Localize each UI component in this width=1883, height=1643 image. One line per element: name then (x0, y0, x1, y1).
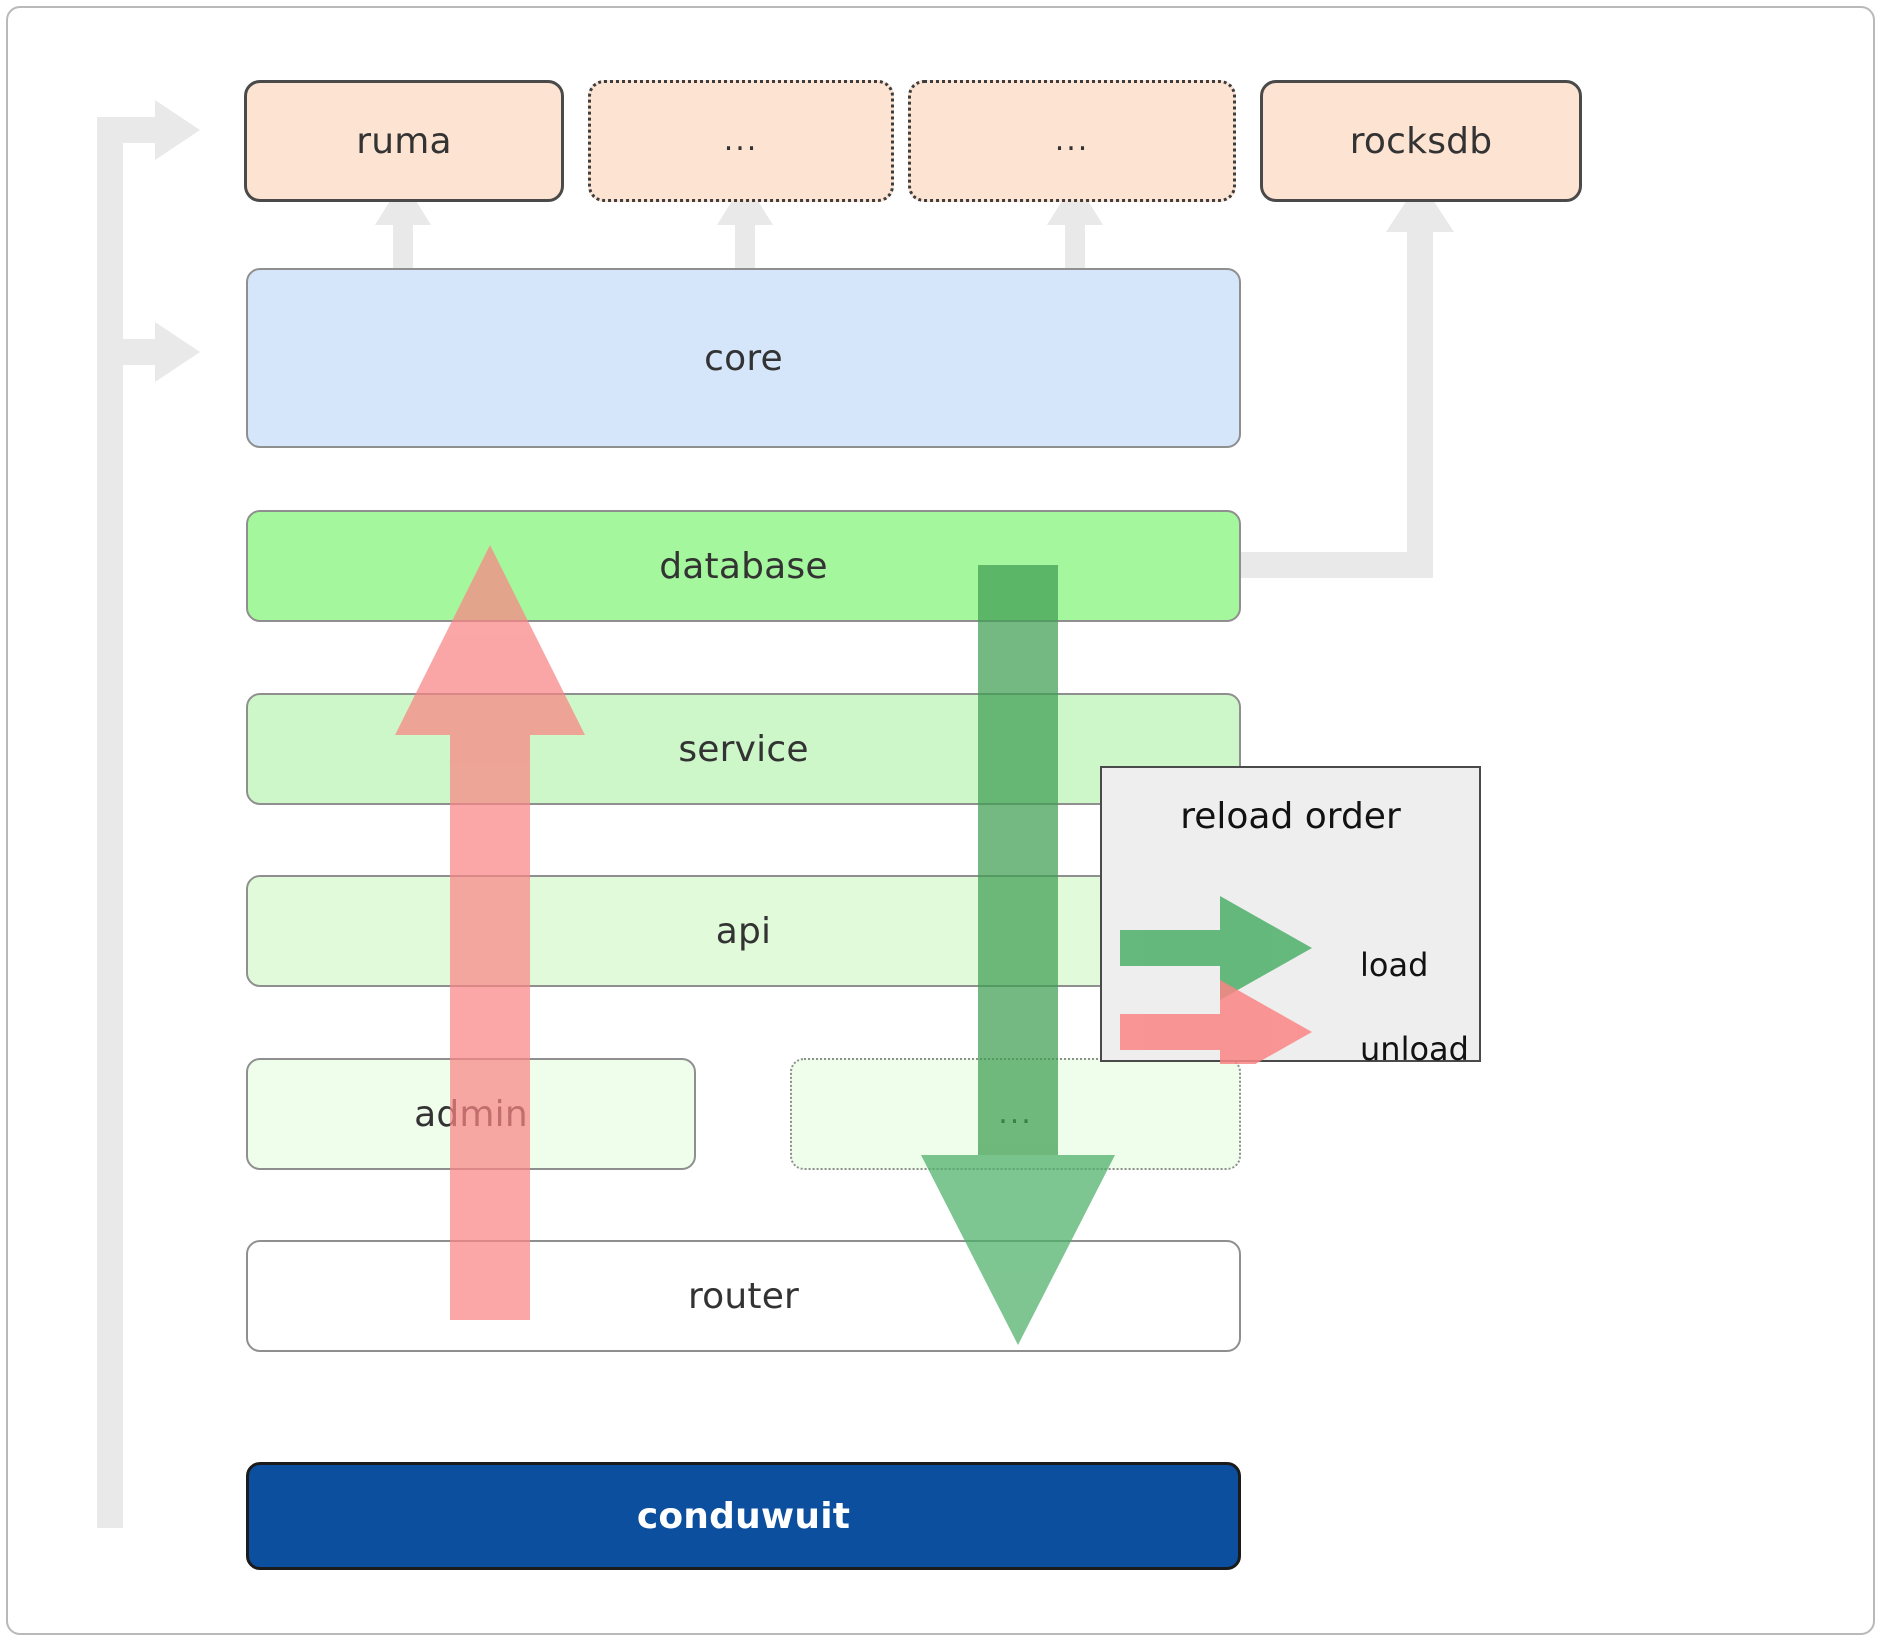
layer-label: database (659, 545, 828, 587)
legend-label-unload: unload (1360, 1030, 1469, 1068)
legend-load-arrow-icon (1120, 896, 1312, 1000)
layer-label: api (715, 910, 772, 952)
layer-label: ... (998, 1096, 1033, 1131)
layer-plugins-placeholder[interactable]: ... (790, 1058, 1241, 1170)
legend-unload-arrow-icon (1120, 980, 1312, 1064)
external-crate-rocksdb[interactable]: rocksdb (1260, 80, 1582, 202)
layer-api[interactable]: api (246, 875, 1241, 987)
layer-label: admin (414, 1093, 528, 1135)
layer-core[interactable]: core (246, 268, 1241, 448)
legend-label-load: load (1360, 946, 1429, 984)
application-conduwuit[interactable]: conduwuit (246, 1462, 1241, 1570)
external-crate-label: rocksdb (1349, 120, 1493, 162)
layer-admin[interactable]: admin (246, 1058, 696, 1170)
layer-label: router (687, 1275, 800, 1317)
external-crate-placeholder-a[interactable]: ... (588, 80, 894, 202)
external-crate-label: ... (723, 123, 759, 158)
external-crate-label: ... (1054, 123, 1090, 158)
diagram-frame (6, 6, 1875, 1635)
legend-arrow-swatches (1120, 896, 1312, 1064)
layer-label: core (704, 337, 783, 379)
layer-router[interactable]: router (246, 1240, 1241, 1352)
layer-label: service (678, 728, 809, 770)
layer-database[interactable]: database (246, 510, 1241, 622)
legend-title: reload order (1180, 796, 1401, 837)
external-crate-placeholder-b[interactable]: ... (908, 80, 1236, 202)
application-label: conduwuit (636, 1495, 851, 1537)
layer-service[interactable]: service (246, 693, 1241, 805)
external-crate-label: ruma (356, 120, 452, 162)
legend-reload-order: reload order load unload (1100, 766, 1481, 1068)
external-crate-ruma[interactable]: ruma (244, 80, 564, 202)
